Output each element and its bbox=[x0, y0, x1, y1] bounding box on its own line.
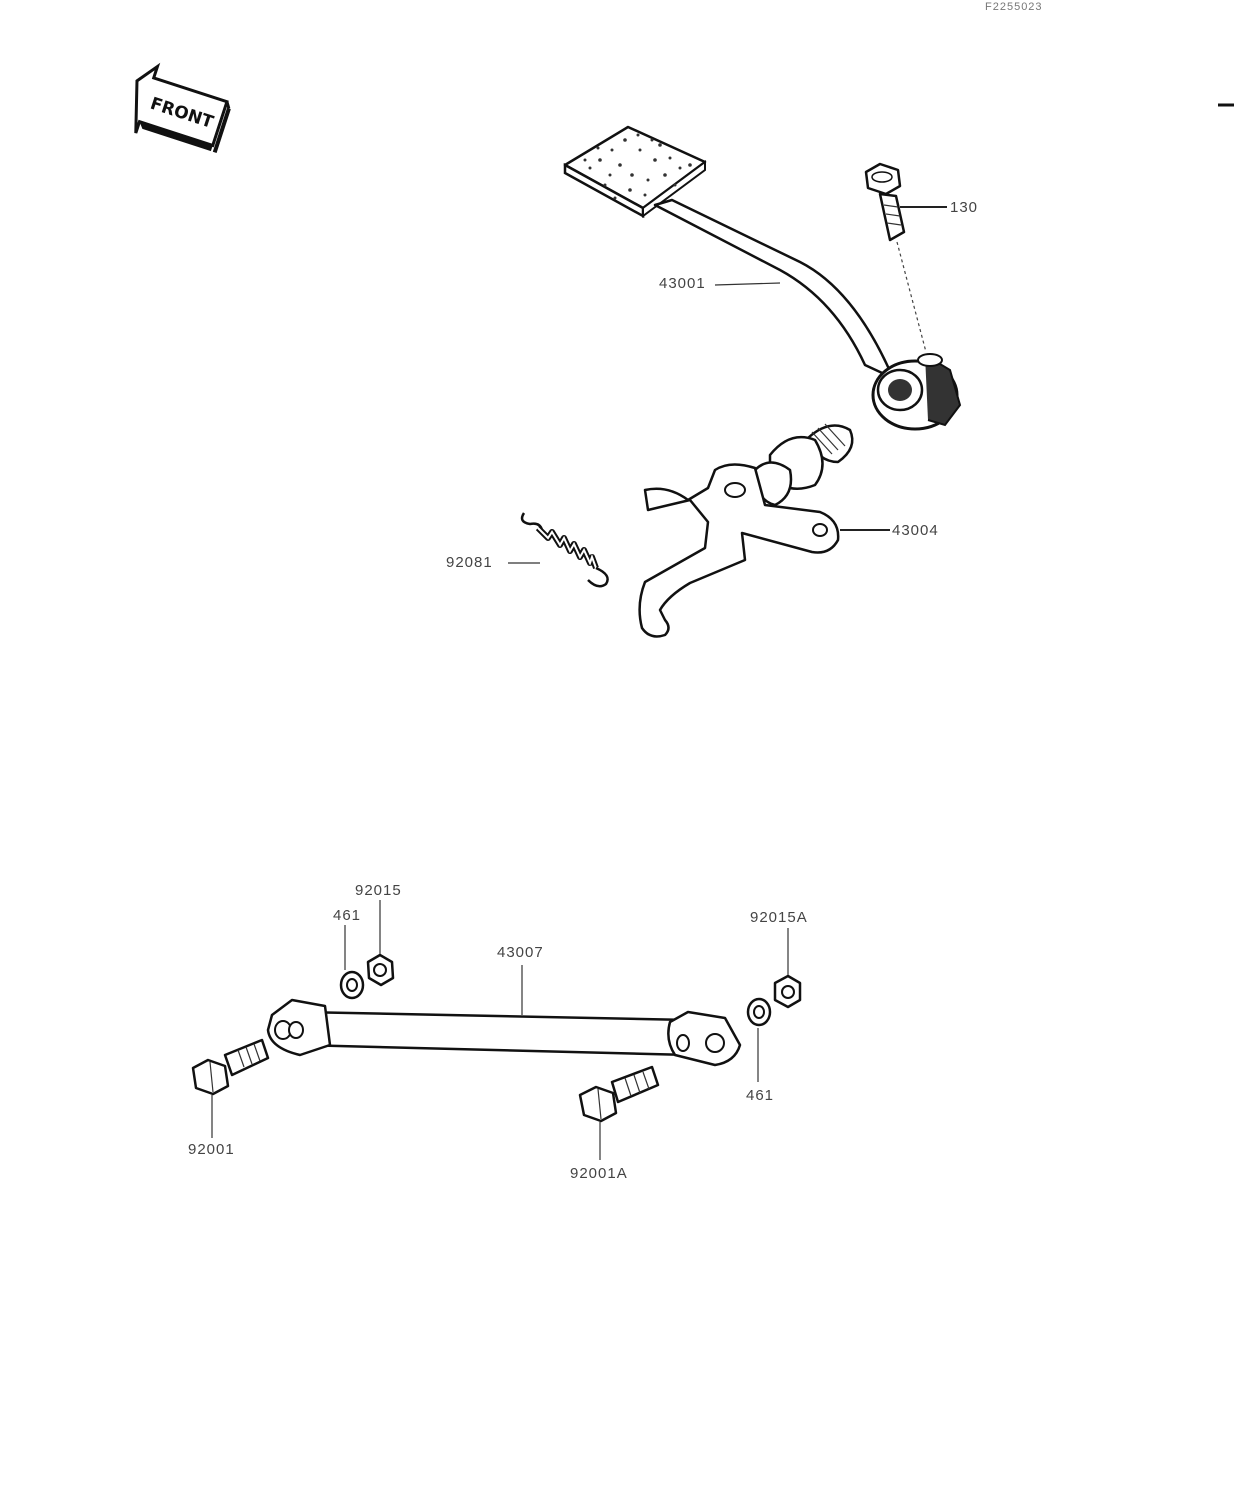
brake-shaft-lever-part bbox=[638, 423, 854, 638]
callout-92081: 92081 bbox=[446, 554, 493, 571]
spring-92081-part bbox=[520, 512, 609, 588]
bolt-92001a-part bbox=[578, 1065, 660, 1123]
callout-92001a: 92001A bbox=[570, 1165, 628, 1182]
callout-130: 130 bbox=[950, 199, 978, 216]
nut-92015-part bbox=[366, 953, 395, 987]
callout-92015a: 92015A bbox=[750, 909, 808, 926]
reference-code: F2255023 bbox=[985, 1, 1043, 13]
bolt-92001-part bbox=[191, 1038, 270, 1096]
callout-43001: 43001 bbox=[659, 275, 706, 292]
leader-43001 bbox=[714, 282, 781, 286]
callout-43004: 43004 bbox=[892, 522, 939, 539]
callout-461-left: 461 bbox=[333, 907, 361, 924]
callout-92015: 92015 bbox=[355, 882, 402, 899]
brake-rod-part bbox=[266, 998, 742, 1067]
washer-461-right-part bbox=[746, 997, 772, 1027]
bolt-130-part bbox=[864, 162, 927, 353]
nut-92015a-part bbox=[773, 974, 802, 1009]
callout-461-right: 461 bbox=[746, 1087, 774, 1104]
front-arrow-icon: FRONT bbox=[134, 62, 231, 154]
callout-43007: 43007 bbox=[497, 944, 544, 961]
washer-461-left-part bbox=[339, 970, 365, 1000]
brake-pedal-part bbox=[563, 125, 962, 431]
callout-92001: 92001 bbox=[188, 1141, 235, 1158]
